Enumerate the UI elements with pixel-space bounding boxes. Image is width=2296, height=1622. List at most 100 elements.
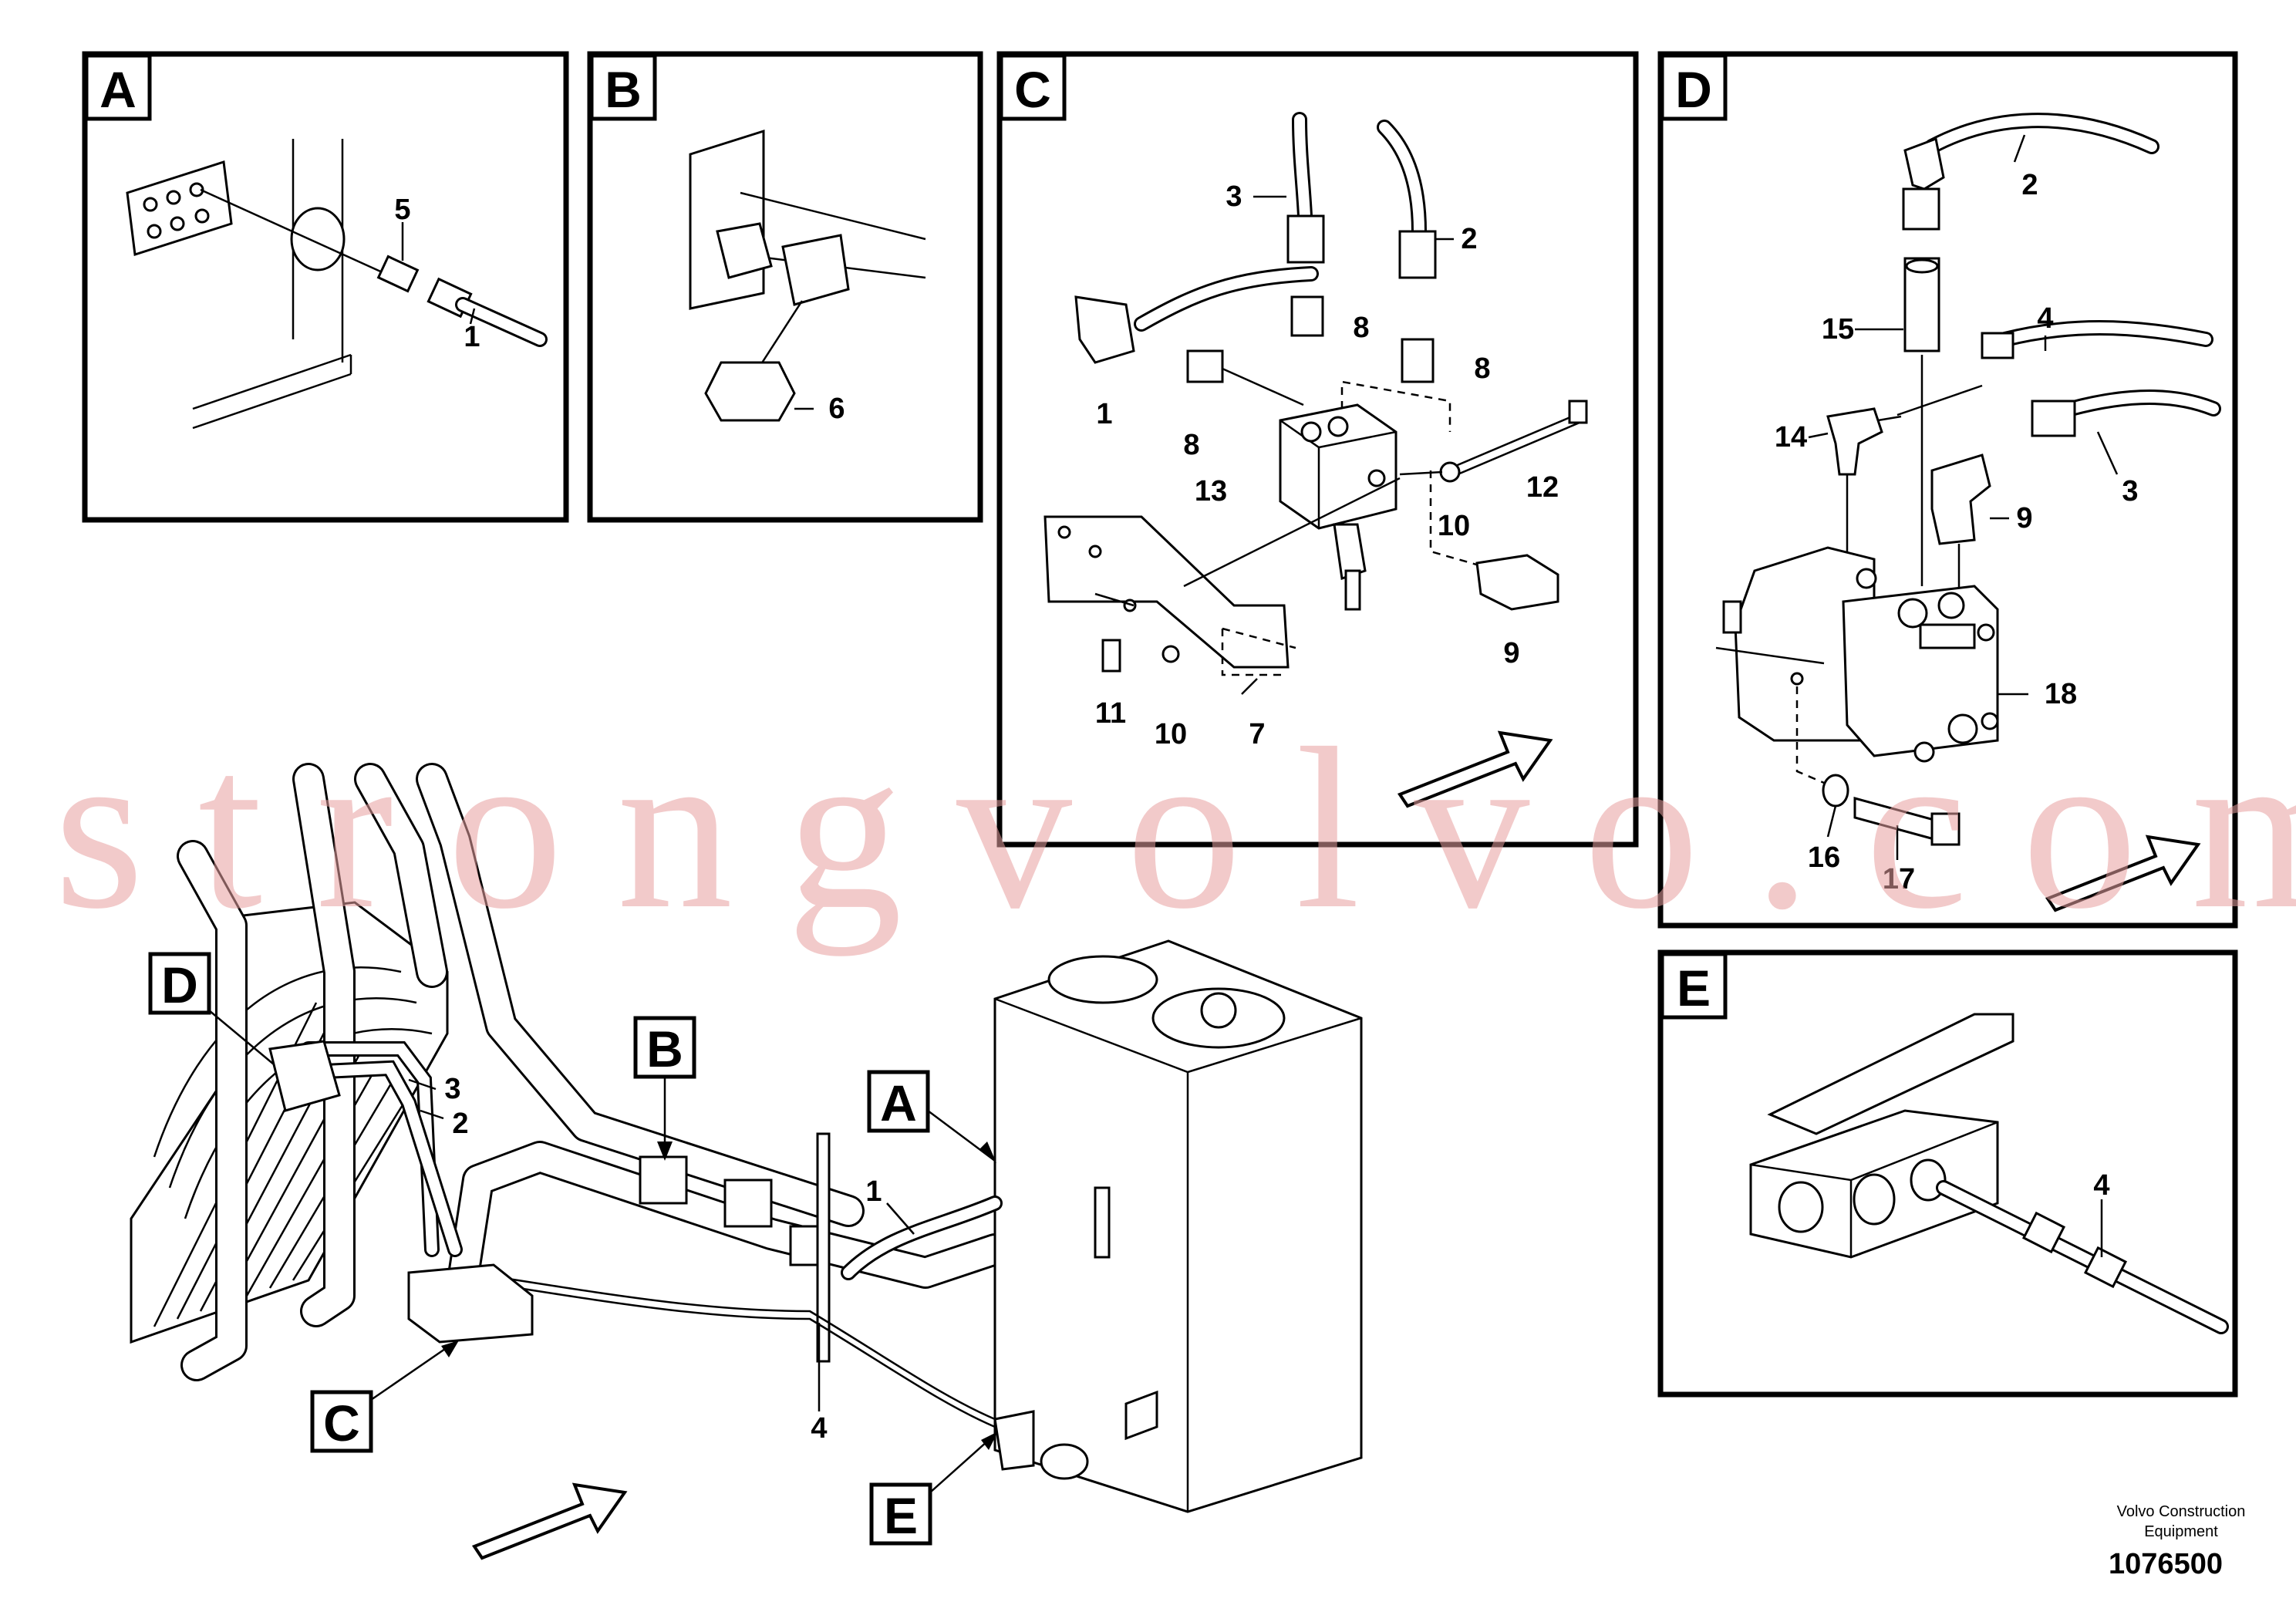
panel-b-frame <box>587 51 983 523</box>
callout-d-15: 15 <box>1822 313 1854 346</box>
pump-housing <box>1734 546 1876 742</box>
brand-line-1: Volvo Construction <box>2117 1503 2246 1520</box>
callout-d-18: 18 <box>2045 678 2077 710</box>
panel-c-tag <box>999 53 1067 121</box>
connector-plate <box>126 160 233 256</box>
plate-leader <box>200 188 386 275</box>
direction-arrow-overview <box>471 1482 628 1560</box>
callout-c-3: 3 <box>1226 180 1242 213</box>
hose-2-nut-d <box>1902 187 1940 231</box>
overview-callout-4: 4 <box>811 1412 827 1445</box>
hose-4-overview <box>493 1275 996 1421</box>
sight-glass <box>1094 1186 1111 1259</box>
panel-b-tag-label: B <box>605 61 642 118</box>
callout-c-12: 12 <box>1526 471 1559 504</box>
adapter-8b <box>1401 338 1435 383</box>
overview-callout-1: 1 <box>865 1175 882 1208</box>
panel-d: D <box>1657 51 2238 929</box>
bolt-11 <box>1101 639 1121 673</box>
callout-c-1: 1 <box>1096 398 1112 430</box>
callout-d-16: 16 <box>1808 841 1840 874</box>
drain-tip <box>1344 569 1361 611</box>
brand-line-2: Equipment <box>2144 1523 2218 1540</box>
plate-hole <box>170 216 185 231</box>
fitting-5 <box>376 255 420 293</box>
callout-c-9: 9 <box>1503 637 1519 669</box>
callout-c-13: 13 <box>1195 475 1227 508</box>
flange-b1 <box>639 1155 688 1205</box>
panel-d-frame <box>1657 51 2238 929</box>
hose-4-nut-d <box>1981 332 2014 359</box>
drain-outlet <box>1040 1443 1089 1480</box>
overview-callout-2: 2 <box>452 1108 468 1140</box>
overview-tag-d-label: D <box>161 956 198 1013</box>
tank-edge <box>192 353 352 430</box>
overview-tag-e <box>869 1482 932 1546</box>
panel-a: A 5 1 <box>82 51 569 523</box>
overview-tag-c-label: C <box>323 1394 360 1452</box>
fan-pump <box>268 1040 341 1112</box>
hose-2-nut <box>1398 230 1437 279</box>
callout-c-7: 7 <box>1249 718 1265 750</box>
pump-shaft <box>1722 600 1742 634</box>
bracket-overview-e <box>993 1410 1035 1471</box>
callout-d-14: 14 <box>1775 421 1807 454</box>
washer-10b <box>1161 645 1180 663</box>
adapter-8a <box>1290 295 1324 337</box>
callout-c-11: 11 <box>1095 697 1126 730</box>
callout-a-5: 5 <box>394 194 410 226</box>
callout-d-3: 3 <box>2122 475 2138 508</box>
solenoid <box>1333 523 1367 580</box>
elbow-1 <box>1074 295 1135 364</box>
bracket-e <box>1767 1013 2014 1135</box>
callout-d-17: 17 <box>1883 863 1915 895</box>
callout-b-6: 6 <box>828 393 845 425</box>
adapter-15 <box>1903 257 1940 352</box>
panel-d-tag-label: D <box>1675 61 1712 118</box>
panel-e-tag-label: E <box>1677 959 1711 1017</box>
pump-label-plate <box>1919 623 1976 649</box>
plate-hole <box>194 208 210 224</box>
overview-tag-e-label: E <box>884 1487 918 1544</box>
panel-a-frame <box>82 51 569 523</box>
elbow-2-d <box>1903 137 1945 191</box>
panel-c-frame <box>996 51 1639 848</box>
callout-e-4: 4 <box>2093 1169 2109 1202</box>
valve-block-overview <box>407 1263 534 1344</box>
callout-c-8c: 8 <box>1183 429 1199 461</box>
panel-a-tag <box>84 53 152 121</box>
direction-arrow-c <box>1397 730 1553 808</box>
cooler-core <box>130 901 449 1344</box>
panel-b-tag <box>589 53 657 121</box>
document-number: 1076500 <box>2109 1548 2223 1580</box>
flange-b2 <box>723 1179 773 1228</box>
callout-c-8b: 8 <box>1474 352 1490 385</box>
pump-flange <box>689 129 765 310</box>
callout-d-2: 2 <box>2021 169 2038 201</box>
callout-c-8a: 8 <box>1353 312 1369 344</box>
panel-c-tag-label: C <box>1014 61 1051 118</box>
panel-e: E 4 <box>1657 949 2238 1398</box>
adapter-8c <box>1186 349 1224 383</box>
plug-nut-6 <box>704 361 796 422</box>
hose-3-nut-d <box>2031 400 2076 437</box>
elbow-14 <box>1826 407 1883 476</box>
panel-d-tag <box>1660 53 1728 121</box>
overview-tag-b-label: B <box>646 1020 683 1077</box>
panel-e-frame <box>1657 949 2238 1398</box>
washer-10 <box>1439 461 1461 483</box>
overview-callout-3: 3 <box>444 1073 460 1105</box>
overview-tag-d <box>148 952 211 1015</box>
elbow-fitting-2 <box>781 234 850 306</box>
callout-c-10a: 10 <box>1438 510 1470 542</box>
callout-d-4: 4 <box>2037 302 2053 335</box>
overview-tag-a-label: A <box>880 1074 917 1131</box>
overview-tag-c <box>310 1390 373 1453</box>
watermark: strongvolvo.com <box>54 700 2296 957</box>
callout-c-2: 2 <box>1461 223 1477 255</box>
bolt-12 <box>1453 411 1586 476</box>
panel-e-tag <box>1660 952 1728 1020</box>
callout-c-10b: 10 <box>1155 718 1187 750</box>
plate-hole <box>147 224 162 239</box>
